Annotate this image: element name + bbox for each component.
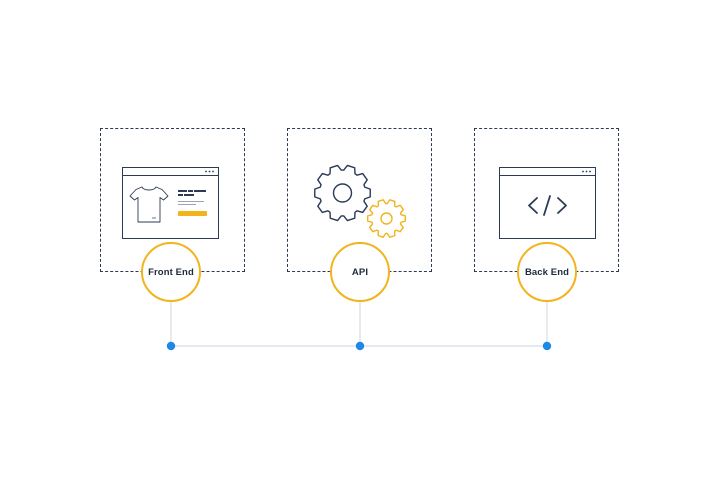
large-gear-icon bbox=[314, 164, 371, 222]
timeline-dot-api bbox=[355, 341, 365, 351]
small-gear-icon bbox=[366, 199, 407, 238]
timeline-dot-front-end bbox=[166, 341, 176, 351]
back-end-badge: Back End bbox=[517, 242, 577, 302]
timeline-dot-back-end bbox=[542, 341, 552, 351]
api-badge: API bbox=[330, 242, 390, 302]
front-end-badge: Front End bbox=[141, 242, 201, 302]
